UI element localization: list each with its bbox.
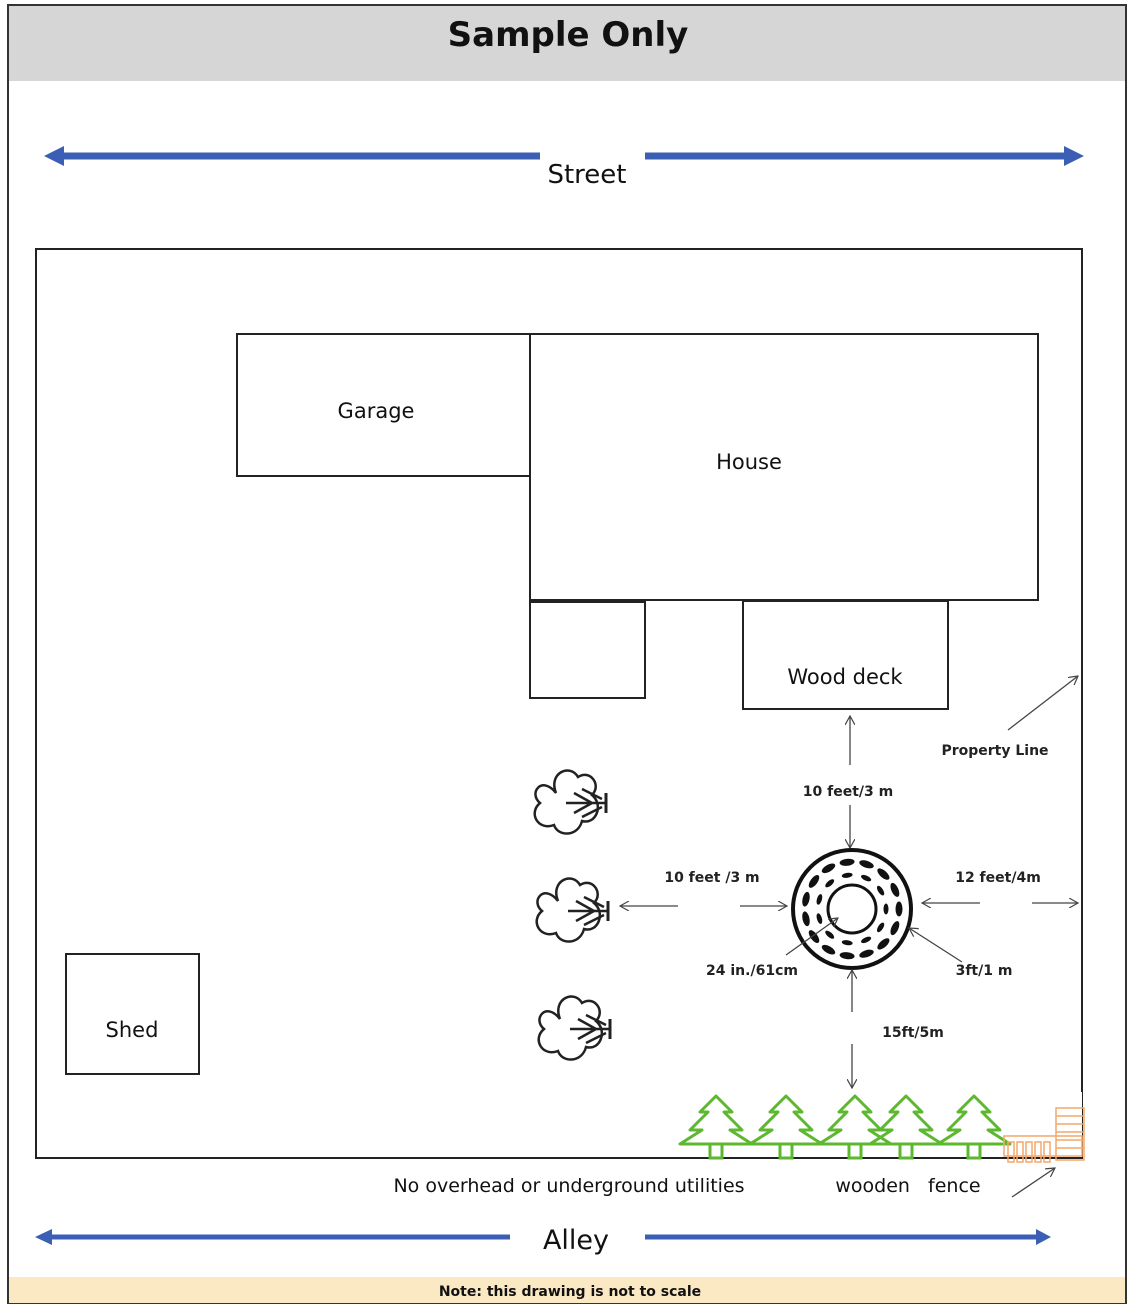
fire-pit-stone [877,938,890,950]
pit-diameter-label: 24 in./61cm [706,963,798,979]
fire-pit-stone [816,913,823,924]
garage-label: Garage [338,399,415,423]
shed [65,953,200,1075]
alley-arrow [35,1229,1051,1245]
fire-pit-stone [841,940,853,946]
fire-pit-stone [890,882,900,897]
fire-pit-stone [808,874,820,888]
page-border [7,4,1127,1304]
fence-area-cover [660,1092,1082,1162]
deciduous-tree-icon [533,769,608,835]
house-annex [529,601,646,699]
page-title: Sample Only [448,15,689,55]
clearance-label: 3ft/1 m [956,963,1013,979]
wood-deck [742,600,949,710]
house-label: House [716,450,782,474]
property-line-label: Property Line [941,743,1048,759]
shed-label: Shed [106,1018,159,1042]
fire-pit-stone [859,949,874,958]
fire-pit-stone [859,860,874,869]
fire-pit-stone [802,911,810,927]
fire-pit-icon [791,848,913,970]
fire-pit-stone [895,901,903,917]
fire-pit-stone [816,894,823,905]
property-boundary [35,248,1083,1159]
fire-pit-stone [883,903,889,915]
fire-pit-stone [825,930,835,939]
deciduous-tree-icon [535,877,610,943]
tree-distance-label: 10 feet /3 m [664,870,759,886]
fire-pit-stone [876,885,885,896]
evergreen-tree-icon [936,1094,1012,1160]
pit-diameter-arrow [785,918,838,956]
deciduous-tree-icon [537,995,612,1061]
clearance-arrow [909,928,963,963]
line-distance-label: 12 feet/4m [955,870,1041,886]
alley-label: Alley [543,1225,609,1256]
utilities-note: No overhead or underground utilities [393,1175,744,1197]
fire-pit-stone [890,921,900,936]
fire-pit-stone [839,858,855,866]
fire-pit-stone [877,868,890,880]
fire-pit-stone [802,891,810,907]
property-line-arrow [1007,676,1078,731]
evergreen-tree-icon [678,1094,754,1160]
header-band [9,6,1125,81]
fire-pit-stone [860,936,872,944]
scale-note: Note: this drawing is not to scale [439,1284,701,1300]
footer-band [9,1277,1125,1303]
fence-distance-label: 15ft/5m [882,1025,944,1041]
fence-label: wooden fence [835,1175,980,1197]
fire-pit-stone [839,952,855,960]
street-label: Street [547,160,626,190]
fire-pit-stone [821,944,836,955]
fire-pit-stone [825,879,835,888]
deck-distance-label: 10 feet/3 m [803,784,893,800]
fence-pointer-arrow [1011,1168,1055,1198]
evergreen-tree-icon [748,1094,824,1160]
street-arrow [44,146,1084,166]
wooden-fence-icon [1003,1107,1085,1163]
fire-pit-stone [821,863,836,874]
evergreen-tree-icon [817,1094,893,1160]
fire-pit-stone [860,874,872,882]
evergreen-tree-icon [868,1094,944,1160]
fire-pit-stone [841,872,853,878]
wood-deck-label: Wood deck [787,665,903,689]
fire-pit-stone [808,930,820,944]
fire-pit-stone [876,922,885,933]
